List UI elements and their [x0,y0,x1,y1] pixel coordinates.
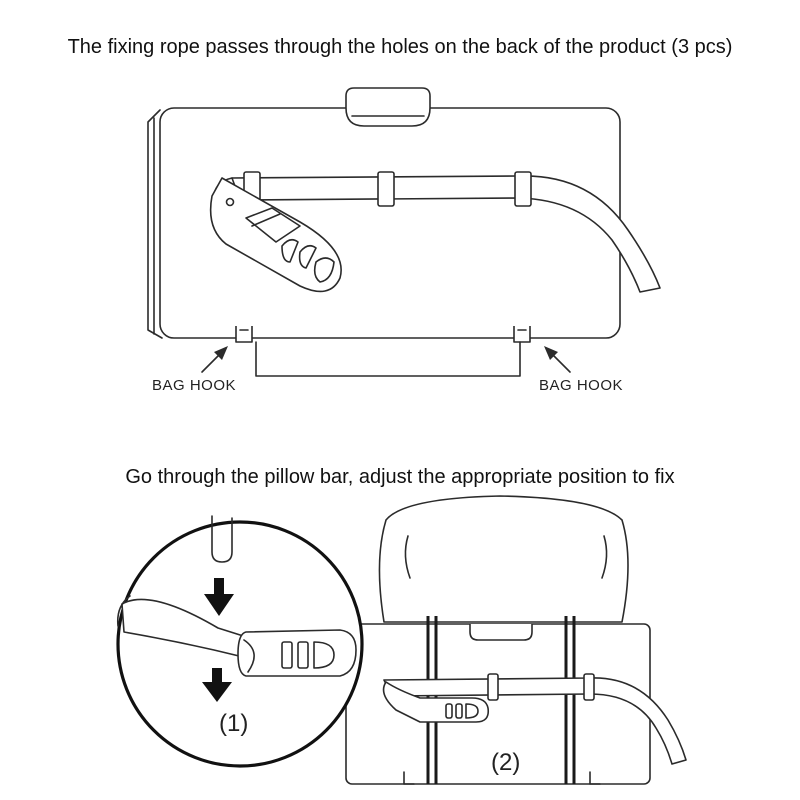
rope-strap [231,175,661,293]
hook-strap [255,341,521,377]
zoom-detail [116,515,364,768]
headrest [378,495,629,623]
organizer-back-view [147,87,621,339]
zoom-buckle [237,629,357,677]
headrest-buckle-slot-2 [455,703,463,719]
step-2-label: (2) [491,749,521,776]
arrow-down-1-shaft [214,578,224,596]
rope-loop-3 [514,171,532,207]
zoom-rope-end [116,595,131,627]
pillow-bar [211,515,233,563]
buckle-hole [225,197,235,207]
hook-arrow-right-head [544,346,558,360]
buckle-clip [245,207,301,243]
headrest-crease-left [404,535,411,579]
buckle [209,177,342,293]
headrest-installation [345,495,687,785]
bag-hook-right-label: BAG HOOK [539,377,624,394]
organizer-side-edge [147,109,163,339]
bag-hook-left-label: BAG HOOK [152,377,237,394]
step-1-label: (1) [219,710,249,737]
top-tab [345,87,431,127]
buckle-slot-2 [298,244,317,269]
buckle-clip-line [251,213,281,227]
arrow-down-2-head [202,682,232,702]
rope-loop-2 [377,171,395,207]
buckle-slot-1 [281,238,299,263]
headrest-buckle-slot-1 [445,703,453,719]
arrow-down-2-shaft [212,668,222,684]
arrow-down-1-head [204,594,234,616]
zoom-buckle-slot-2 [297,641,309,669]
headrest-crease-right [601,535,608,579]
zoom-buckle-slot-1 [281,641,293,669]
buckle-slot-3 [313,257,335,283]
headrest-buckle-slot-3 [465,703,479,719]
hook-arrow-left-head [214,346,228,360]
bag-hook-right-shape [513,326,531,343]
headrest-hook-left [403,771,415,785]
headrest-hook-right [589,771,601,785]
zoom-buckle-slot-3 [313,641,335,669]
zoom-buckle-curve [243,639,255,673]
bag-hooks [201,326,571,377]
headrest-rope [383,677,687,765]
headrest-rope-loop-2 [583,673,595,701]
organizer-tab [469,624,533,641]
bag-hook-left-shape [235,326,253,343]
top-caption: The fixing rope passes through the holes… [67,36,733,58]
bottom-caption: Go through the pillow bar, adjust the ap… [125,466,675,488]
headrest-rope-loop-1 [487,673,499,701]
